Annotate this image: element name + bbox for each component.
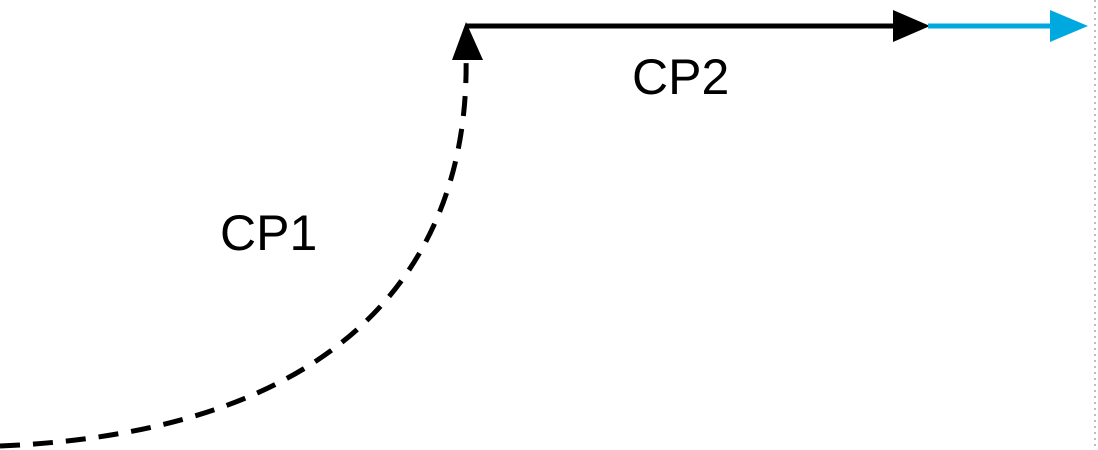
cp2-label: CP2 bbox=[632, 49, 729, 105]
cp1-label: CP1 bbox=[220, 205, 317, 261]
cp1-dashed-curve bbox=[0, 54, 469, 449]
cp2-arrowhead bbox=[893, 10, 930, 42]
continuation-arrowhead bbox=[1050, 10, 1088, 42]
cp1-arrowhead bbox=[452, 22, 483, 60]
